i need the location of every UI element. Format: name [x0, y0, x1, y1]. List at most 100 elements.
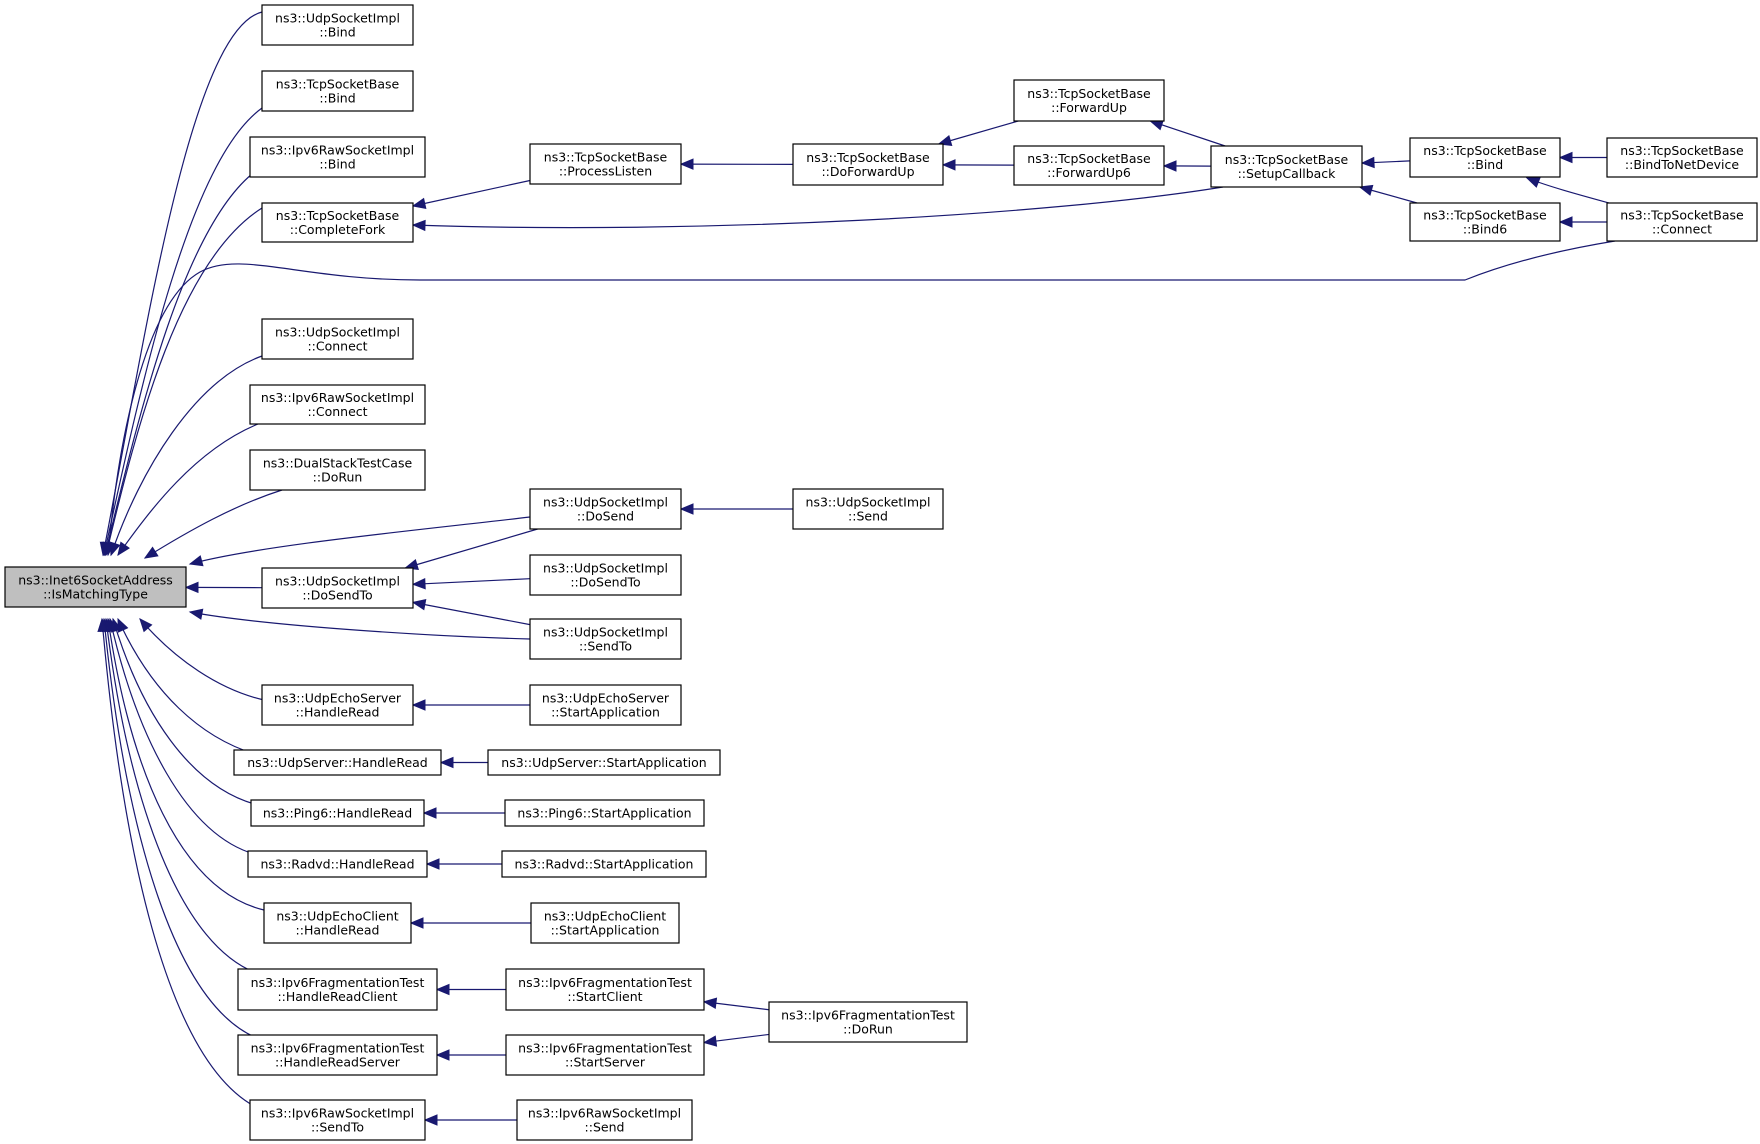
- node-radvd_hr[interactable]: ns3::Radvd::HandleRead: [247, 850, 428, 878]
- node-ipv6raw_bind[interactable]: ns3::Ipv6RawSocketImpl::Bind: [249, 136, 426, 178]
- node-udp_sendto[interactable]: ns3::UdpSocketImpl::SendTo: [529, 618, 682, 660]
- node-box[interactable]: [1606, 202, 1758, 242]
- node-ipv6frag_startclient[interactable]: ns3::Ipv6FragmentationTest::StartClient: [505, 968, 705, 1011]
- node-ipv6raw_connect[interactable]: ns3::Ipv6RawSocketImpl::Connect: [249, 384, 426, 425]
- node-label: ::HandleRead: [296, 923, 380, 938]
- node-udpecho_client_hr[interactable]: ns3::UdpEchoClient::HandleRead: [263, 902, 412, 944]
- node-udpecho_server_sa[interactable]: ns3::UdpEchoServer::StartApplication: [529, 684, 682, 726]
- node-ipv6frag_hrs[interactable]: ns3::Ipv6FragmentationTest::HandleReadSe…: [237, 1034, 438, 1076]
- node-box[interactable]: [529, 143, 682, 185]
- node-box[interactable]: [261, 4, 414, 46]
- node-box[interactable]: [1606, 137, 1758, 178]
- edge-line: [1150, 120, 1226, 147]
- node-root[interactable]: ns3::Inet6SocketAddress::IsMatchingType: [4, 566, 187, 608]
- node-tcp_forwardup6[interactable]: ns3::TcpSocketBase::ForwardUp6: [1013, 145, 1165, 186]
- edge-line: [103, 107, 263, 556]
- node-udp_dosend[interactable]: ns3::UdpSocketImpl::DoSend: [529, 488, 682, 530]
- node-tcp_bindtonetdevice[interactable]: ns3::TcpSocketBase::BindToNetDevice: [1606, 137, 1758, 178]
- node-label: ns3::TcpSocketBase: [1620, 143, 1744, 158]
- node-tcp_processlisten[interactable]: ns3::TcpSocketBase::ProcessListen: [529, 143, 682, 185]
- node-box[interactable]: [1013, 79, 1165, 122]
- node-box[interactable]: [261, 202, 414, 243]
- node-label: ::Bind: [1467, 157, 1503, 172]
- node-ipv6frag_startserver[interactable]: ns3::Ipv6FragmentationTest::StartServer: [505, 1034, 705, 1076]
- node-tcp_connect[interactable]: ns3::TcpSocketBase::Connect: [1606, 202, 1758, 242]
- node-box[interactable]: [249, 384, 426, 425]
- node-box[interactable]: [233, 749, 442, 776]
- node-label: ns3::Ipv6FragmentationTest: [518, 1041, 692, 1056]
- node-box[interactable]: [487, 749, 721, 776]
- node-box[interactable]: [516, 1099, 693, 1141]
- node-box[interactable]: [529, 684, 682, 726]
- node-udpecho_client_sa[interactable]: ns3::UdpEchoClient::StartApplication: [530, 902, 680, 944]
- node-udp_dosendto2[interactable]: ns3::UdpSocketImpl::DoSendTo: [529, 554, 682, 596]
- node-box[interactable]: [249, 136, 426, 178]
- node-label: ::DoRun: [843, 1022, 893, 1037]
- node-ipv6frag_hrc[interactable]: ns3::Ipv6FragmentationTest::HandleReadCl…: [237, 968, 438, 1011]
- node-box[interactable]: [250, 799, 425, 827]
- node-ipv6frag_dorun[interactable]: ns3::Ipv6FragmentationTest::DoRun: [768, 1001, 968, 1043]
- node-ipv6raw_send[interactable]: ns3::Ipv6RawSocketImpl::Send: [516, 1099, 693, 1141]
- node-tcp_bind_b[interactable]: ns3::TcpSocketBase::Bind: [1409, 137, 1561, 178]
- node-tcp_bind_a[interactable]: ns3::TcpSocketBase::Bind: [261, 70, 414, 112]
- edge-line: [412, 186, 1224, 229]
- node-box[interactable]: [529, 618, 682, 660]
- node-box[interactable]: [501, 850, 707, 878]
- node-udp_dosendto[interactable]: ns3::UdpSocketImpl::DoSendTo: [261, 567, 414, 609]
- node-udpecho_server_hr[interactable]: ns3::UdpEchoServer::HandleRead: [261, 684, 414, 726]
- node-tcp_doforwardup[interactable]: ns3::TcpSocketBase::DoForwardUp: [792, 143, 944, 186]
- node-label: ns3::Radvd::StartApplication: [515, 857, 694, 872]
- node-box[interactable]: [530, 902, 680, 944]
- edge-arrowhead-icon: [1558, 151, 1573, 164]
- node-box[interactable]: [261, 318, 414, 360]
- node-box[interactable]: [1409, 137, 1561, 178]
- node-box[interactable]: [249, 449, 426, 491]
- edge-dualstack_dorun-to-root: [143, 489, 283, 559]
- node-tcp_forwardup[interactable]: ns3::TcpSocketBase::ForwardUp: [1013, 79, 1165, 122]
- node-box[interactable]: [247, 850, 428, 878]
- node-box[interactable]: [1013, 145, 1165, 186]
- node-radvd_sa[interactable]: ns3::Radvd::StartApplication: [501, 850, 707, 878]
- node-label: ns3::TcpSocketBase: [276, 77, 400, 92]
- node-box[interactable]: [529, 554, 682, 596]
- node-box[interactable]: [504, 799, 705, 827]
- edge-arrowhead-icon: [435, 983, 450, 996]
- node-label: ns3::Radvd::HandleRead: [260, 857, 414, 872]
- node-box[interactable]: [263, 902, 412, 944]
- node-box[interactable]: [768, 1001, 968, 1043]
- node-box[interactable]: [792, 488, 944, 530]
- node-box[interactable]: [237, 1034, 438, 1076]
- node-udpserver_hr[interactable]: ns3::UdpServer::HandleRead: [233, 749, 442, 776]
- node-ping6_hr[interactable]: ns3::Ping6::HandleRead: [250, 799, 425, 827]
- node-label: ::CompleteFork: [290, 222, 386, 237]
- node-box[interactable]: [505, 968, 705, 1011]
- node-tcp_completefork[interactable]: ns3::TcpSocketBase::CompleteFork: [261, 202, 414, 243]
- node-label: ::HandleRead: [296, 705, 380, 720]
- node-label: ::DoRun: [313, 470, 363, 485]
- node-box[interactable]: [4, 566, 187, 608]
- node-box[interactable]: [792, 143, 944, 186]
- node-box[interactable]: [1409, 202, 1561, 242]
- node-box[interactable]: [529, 488, 682, 530]
- node-label: ns3::Ipv6FragmentationTest: [781, 1008, 955, 1023]
- node-box[interactable]: [261, 567, 414, 609]
- node-box[interactable]: [261, 70, 414, 112]
- nodes-layer: ns3::Inet6SocketAddress::IsMatchingTypen…: [4, 4, 1758, 1141]
- node-box[interactable]: [261, 684, 414, 726]
- node-ping6_sa[interactable]: ns3::Ping6::StartApplication: [504, 799, 705, 827]
- node-udp_connect[interactable]: ns3::UdpSocketImpl::Connect: [261, 318, 414, 360]
- node-udp_bind[interactable]: ns3::UdpSocketImpl::Bind: [261, 4, 414, 46]
- node-box[interactable]: [505, 1034, 705, 1076]
- node-box[interactable]: [1210, 145, 1363, 188]
- node-ipv6raw_sendto[interactable]: ns3::Ipv6RawSocketImpl::SendTo: [249, 1099, 426, 1141]
- node-box[interactable]: [237, 968, 438, 1011]
- node-udp_send[interactable]: ns3::UdpSocketImpl::Send: [792, 488, 944, 530]
- edge-arrowhead-icon: [411, 599, 427, 611]
- node-dualstack_dorun[interactable]: ns3::DualStackTestCase::DoRun: [249, 449, 426, 491]
- node-box[interactable]: [249, 1099, 426, 1141]
- node-tcp_bind6[interactable]: ns3::TcpSocketBase::Bind6: [1409, 202, 1561, 242]
- edge-arrowhead-icon: [411, 219, 426, 232]
- node-tcp_setupcallback[interactable]: ns3::TcpSocketBase::SetupCallback: [1210, 145, 1363, 188]
- node-udpserver_sa[interactable]: ns3::UdpServer::StartApplication: [487, 749, 721, 776]
- node-label: ns3::Inet6SocketAddress: [18, 573, 173, 588]
